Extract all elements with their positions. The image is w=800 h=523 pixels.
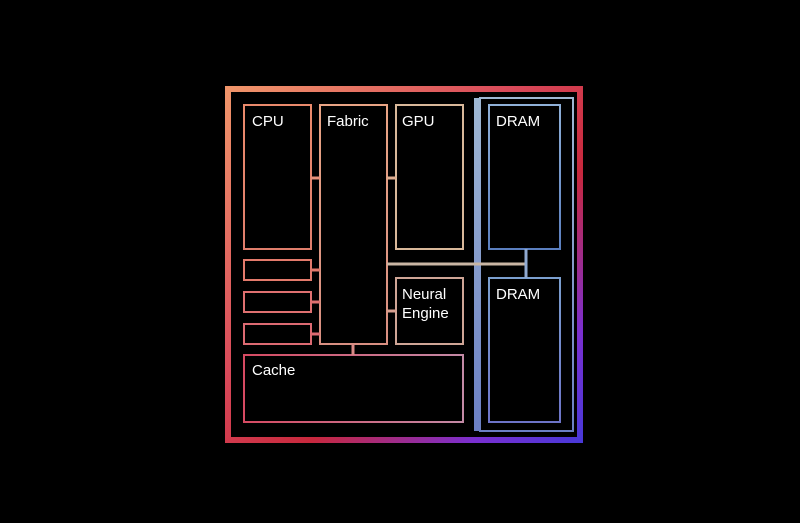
dram-bottom-label: DRAM — [496, 286, 540, 303]
fabric-block — [319, 104, 388, 345]
neural-engine-block — [395, 277, 464, 345]
dram-block-top — [488, 104, 561, 250]
cache-block — [243, 354, 464, 423]
small-block-2 — [243, 291, 312, 313]
cache-label: Cache — [252, 362, 295, 379]
dram-block-bottom — [488, 277, 561, 423]
gpu-block — [395, 104, 464, 250]
fabric-label: Fabric — [327, 113, 369, 130]
neural-engine-label-line1: Neural — [402, 286, 446, 303]
cpu-block — [243, 104, 312, 250]
gpu-label: GPU — [402, 113, 435, 130]
small-block-3 — [243, 323, 312, 345]
neural-engine-label-line2: Engine — [402, 305, 449, 322]
cpu-label: CPU — [252, 113, 284, 130]
small-block-1 — [243, 259, 312, 281]
dram-top-label: DRAM — [496, 113, 540, 130]
